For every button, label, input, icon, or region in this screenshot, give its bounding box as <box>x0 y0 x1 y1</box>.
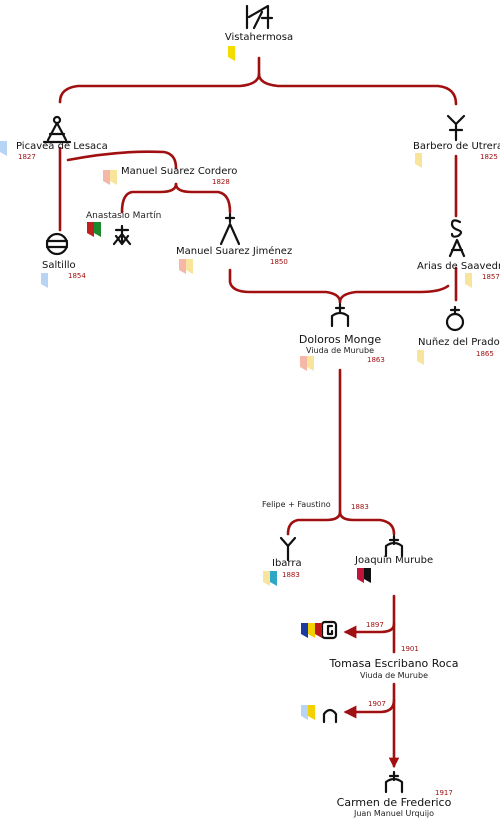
node-tomasa-sub: Viuda de Murube <box>360 671 428 680</box>
edge-dolores-joaquin <box>338 510 396 536</box>
brand-mark-icon <box>384 534 404 558</box>
flag-stripe <box>315 623 322 638</box>
brand-mark-icon <box>112 224 132 246</box>
node-vistahermosa: Vistahermosa <box>224 32 294 43</box>
flag-stripe <box>110 170 117 185</box>
flag-stripe <box>94 222 101 237</box>
ribbon-flag-icon <box>357 568 371 583</box>
brand-mark-icon <box>448 219 466 258</box>
brand-mark-icon <box>330 302 350 328</box>
flag-stripe <box>364 568 371 583</box>
flag-stripe <box>0 141 7 156</box>
ribbon-flags <box>0 46 472 720</box>
node-manuel-sc: Manuel Suarez Cordero <box>121 166 238 177</box>
flag-stripe <box>307 356 314 371</box>
node-dolores: Doloros Monge <box>298 333 382 346</box>
brand-marks <box>42 4 466 794</box>
ribbon-flag-icon <box>417 350 424 365</box>
year-picavea: 1827 <box>18 153 36 161</box>
brand-mark-icon <box>446 114 466 142</box>
flag-stripe <box>308 623 315 638</box>
flag-stripe <box>415 153 422 168</box>
year-barbero: 1825 <box>480 153 498 161</box>
ribbon-flag-icon <box>179 259 193 274</box>
ribbon-flag-icon <box>300 356 314 371</box>
node-picavea: Picavea de Lesaca <box>16 141 108 152</box>
ribbon-flag-icon <box>263 571 277 586</box>
edge-arias-dolores <box>338 284 450 304</box>
edge-vistahermosa-barbero <box>257 72 458 106</box>
year-manuel-sc: 1828 <box>212 178 230 186</box>
year-dolores: 1863 <box>367 356 385 364</box>
year-tomasa: 1901 <box>401 645 419 653</box>
year-manuel-sj: 1850 <box>270 258 288 266</box>
flag-stripe <box>179 259 186 274</box>
flag-stripe <box>308 705 315 720</box>
flag-stripe <box>301 705 308 720</box>
node-saltillo: Saltillo <box>42 260 76 271</box>
flag-stripe <box>41 273 48 288</box>
flag-stripe <box>87 222 94 237</box>
node-nunez: Nuñez del Prado <box>418 337 500 348</box>
node-anastasio: Anastasio Martín <box>86 211 162 221</box>
brand-mark-icon <box>42 115 72 144</box>
flag-stripe <box>103 170 110 185</box>
ribbon-flag-icon <box>0 141 7 156</box>
node-barbero: Barbero de Utrera <box>413 141 500 152</box>
year-nunez: 1865 <box>476 350 494 358</box>
node-dolores-sub: Viuda de Murube <box>306 346 374 355</box>
lineage-lines <box>58 56 458 769</box>
edge-year-1897: 1897 <box>366 621 384 629</box>
brand-mark-icon <box>320 620 338 640</box>
edge-label-felipe-faustino: Felipe + Faustino <box>262 500 331 509</box>
flag-stripe <box>270 571 277 586</box>
flag-stripe <box>301 623 308 638</box>
flag-stripe <box>300 356 307 371</box>
node-tomasa: Tomasa Escribano Roca <box>329 657 459 670</box>
ribbon-flag-icon <box>228 46 235 61</box>
edge-jimenez-dolores <box>228 268 342 304</box>
node-ibarra: Ibarra <box>272 558 302 569</box>
brand-mark-icon <box>245 4 274 30</box>
edge-branch-1897 <box>343 622 396 639</box>
node-carmen-sub: Juan Manuel Urquijo <box>353 809 435 818</box>
node-joaquin: Joaquín Murube <box>355 555 434 566</box>
ribbon-flag-icon <box>415 153 422 168</box>
node-manuel-sj: Manuel Suarez Jiménez <box>176 246 293 257</box>
brand-mark-icon <box>322 708 338 724</box>
edge-vistahermosa-trunk <box>58 56 261 104</box>
edge-year-1883: 1883 <box>351 503 369 511</box>
node-arias: Arias de Saavedra <box>417 261 500 272</box>
flag-stripe <box>465 273 472 288</box>
flag-stripe <box>417 350 424 365</box>
brand-mark-icon <box>219 212 241 246</box>
brand-mark-icon <box>45 232 69 256</box>
year-saltillo: 1854 <box>68 272 86 280</box>
ribbon-flag-icon <box>465 273 472 288</box>
brand-mark-icon <box>279 536 297 562</box>
flag-stripe <box>228 46 235 61</box>
ribbon-flag-icon <box>41 273 48 288</box>
year-arias: 1857 <box>482 273 500 281</box>
year-ibarra: 1883 <box>282 571 300 579</box>
ribbon-flag-icon <box>301 623 322 638</box>
edge-cordero-jimenez <box>174 182 232 214</box>
edge-year-1907: 1907 <box>368 700 386 708</box>
flag-stripe <box>186 259 193 274</box>
edge-cordero-split <box>120 182 178 214</box>
ribbon-flag-icon <box>301 705 315 720</box>
edge-picavea-cordero <box>66 150 178 170</box>
ribbon-flag-icon <box>87 222 101 237</box>
brand-mark-icon <box>445 305 465 332</box>
year-carmen: 1917 <box>435 789 453 797</box>
ribbon-flag-icon <box>103 170 117 185</box>
flag-stripe <box>263 571 270 586</box>
node-carmen: Carmen de Frederico <box>336 796 452 809</box>
brand-mark-icon <box>384 770 404 794</box>
flag-stripe <box>357 568 364 583</box>
